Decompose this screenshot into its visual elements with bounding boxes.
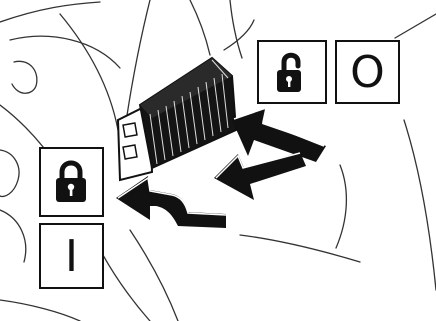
push-arrow-middle bbox=[214, 152, 306, 200]
rocker-switch bbox=[138, 56, 238, 170]
push-arrow-upper bbox=[232, 106, 326, 162]
locked-position-box: I bbox=[39, 223, 104, 289]
unlocked-symbol-box bbox=[257, 40, 327, 104]
slide-arrow-lower bbox=[116, 176, 227, 228]
locked-position-label: I bbox=[65, 231, 78, 282]
unlocked-position-box: O bbox=[335, 40, 400, 104]
unlocked-padlock-icon bbox=[277, 52, 301, 92]
locked-symbol-box bbox=[39, 147, 104, 217]
locked-padlock-icon bbox=[56, 160, 86, 202]
unlocked-position-label: O bbox=[350, 47, 385, 98]
